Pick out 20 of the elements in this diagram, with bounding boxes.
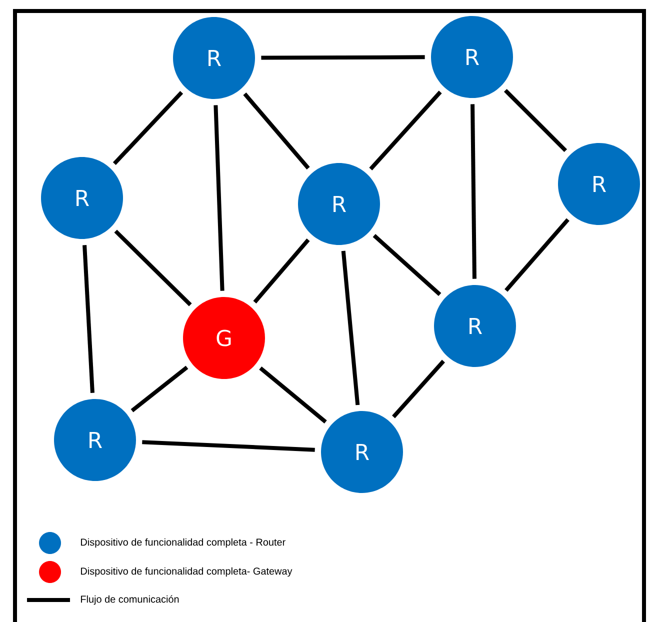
- connector-line: [504, 88, 568, 152]
- connector-line: [253, 238, 310, 304]
- connector-line: [392, 360, 445, 418]
- connector-line: [142, 440, 315, 452]
- legend-text: Dispositivo de funcionalidad completa- Gateway: [81, 567, 292, 577]
- connector-line: [214, 105, 224, 291]
- connector-line: [259, 366, 327, 424]
- connector-line: [470, 104, 476, 279]
- legend-text: Dispositivo de funcionalidad completa - Router: [81, 538, 286, 548]
- connector-line: [504, 218, 570, 292]
- connector-line: [369, 90, 442, 170]
- legend-text: Flujo de comunicación: [81, 595, 179, 605]
- connector-line: [372, 234, 442, 296]
- connector-line: [130, 366, 188, 412]
- connector-line: [112, 90, 184, 166]
- connector-line: [341, 250, 360, 406]
- connector-line: [261, 55, 425, 60]
- connector-line: [82, 245, 94, 393]
- connector-line: [114, 230, 192, 306]
- connector-line: [243, 92, 310, 170]
